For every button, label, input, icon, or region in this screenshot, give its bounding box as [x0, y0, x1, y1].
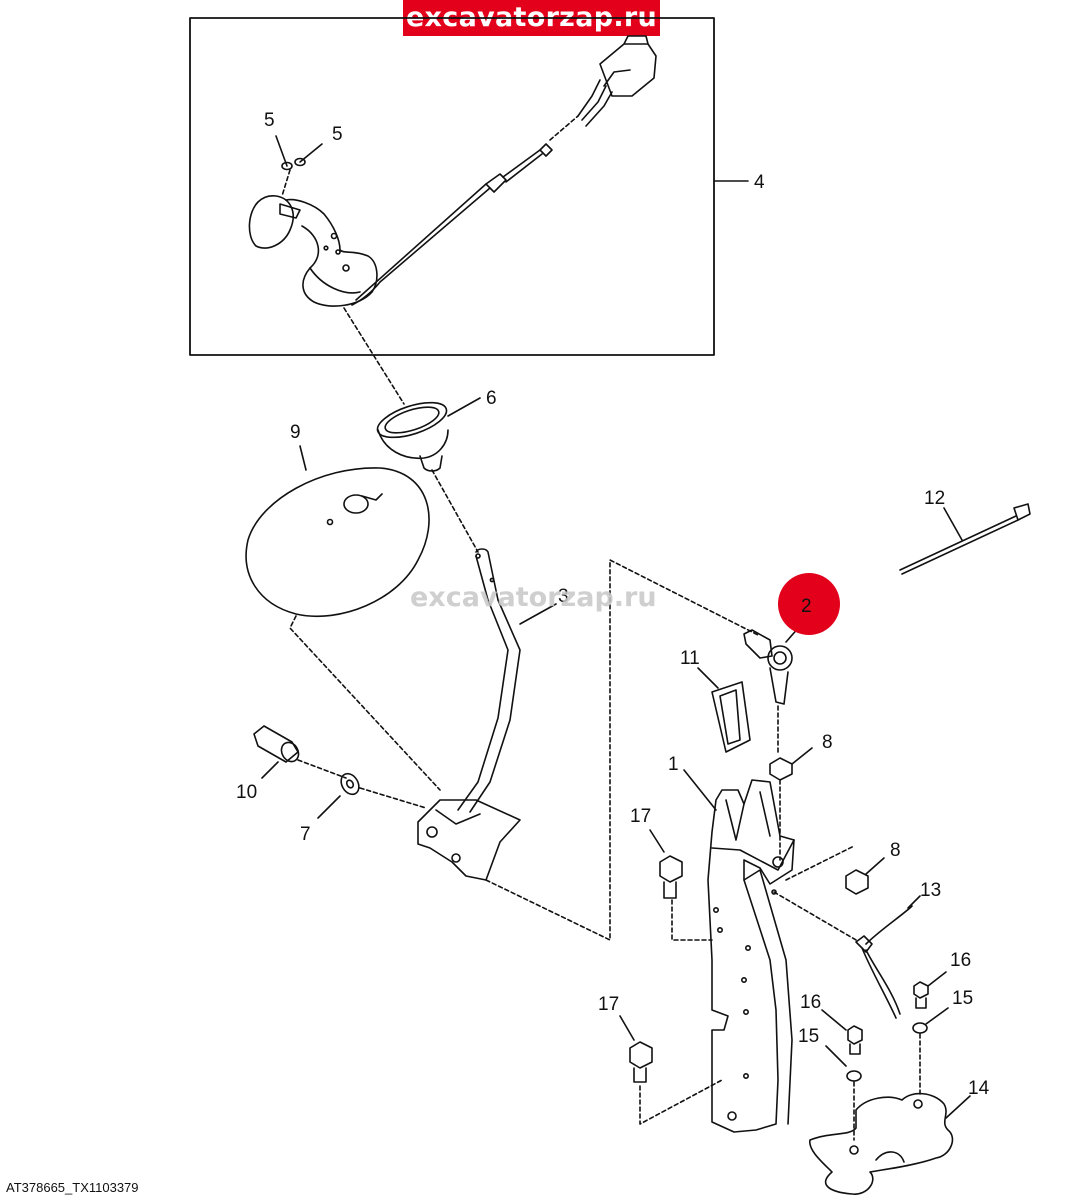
- wire-harness: [351, 35, 657, 306]
- leader-6: [447, 397, 481, 417]
- callout-5a: 5: [264, 110, 275, 131]
- cable-tie-part-12: [899, 503, 1031, 575]
- callout-16a: 16: [950, 950, 971, 971]
- leader-1: [683, 769, 717, 811]
- nut-part-8-lower: [845, 869, 869, 895]
- callout-12: 12: [924, 488, 945, 509]
- callout-8a: 8: [822, 732, 833, 753]
- leader-3: [519, 603, 557, 625]
- leader-10: [261, 761, 279, 779]
- kit-frame: [189, 17, 715, 356]
- pivot-bolt-part-10: [253, 725, 300, 763]
- bolt-part-17-upper: [659, 855, 683, 899]
- callout-17b: 17: [598, 994, 619, 1015]
- callout-10: 10: [236, 782, 257, 803]
- dust-cover-part-9: [245, 467, 430, 618]
- callout-3: 3: [558, 586, 569, 607]
- callout-14: 14: [968, 1078, 990, 1099]
- washer-part-7: [340, 772, 360, 796]
- washer-part-15-left: [846, 1070, 862, 1082]
- ball-joint-part-2: [743, 629, 793, 753]
- callout-1: 1: [668, 754, 679, 775]
- cable-tie-part-13: [855, 905, 913, 1019]
- callout-5b: 5: [332, 124, 343, 145]
- bolt-part-16-right: [913, 981, 929, 1009]
- clip-part-11: [711, 681, 751, 753]
- callout-17a: 17: [630, 806, 651, 827]
- shim-plate-part-14: [809, 1092, 954, 1195]
- callout-6: 6: [486, 388, 497, 409]
- leader-11: [697, 667, 719, 689]
- lever-part-3: [417, 548, 521, 881]
- bolt-part-17-lower: [629, 1041, 653, 1083]
- part-5-b: [294, 157, 306, 167]
- reference-id: AT378665_TX1103379: [6, 1180, 139, 1195]
- callout-16b: 16: [800, 992, 821, 1013]
- callout-2: 2: [801, 596, 812, 617]
- joystick-handle: [248, 195, 378, 307]
- leader-7: [317, 795, 341, 819]
- callout-11: 11: [680, 648, 700, 669]
- callout-9: 9: [290, 422, 301, 443]
- washer-part-15-right: [912, 1022, 928, 1034]
- bracket-part-1: [707, 779, 795, 1133]
- nut-part-8-upper: [769, 757, 793, 781]
- callout-4: 4: [754, 172, 765, 193]
- highlight-circle: [778, 573, 840, 635]
- callout-15b: 15: [798, 1026, 819, 1047]
- callout-7: 7: [300, 824, 311, 845]
- leader-9: [299, 445, 307, 471]
- part-5-a: [281, 161, 293, 171]
- callout-13: 13: [920, 880, 941, 901]
- watermark-center: excavatorzap.ru: [410, 582, 657, 613]
- bolt-part-16-left: [847, 1025, 863, 1055]
- boot-part-6: [376, 401, 449, 472]
- callout-15a: 15: [952, 988, 973, 1009]
- callout-8b: 8: [890, 840, 901, 861]
